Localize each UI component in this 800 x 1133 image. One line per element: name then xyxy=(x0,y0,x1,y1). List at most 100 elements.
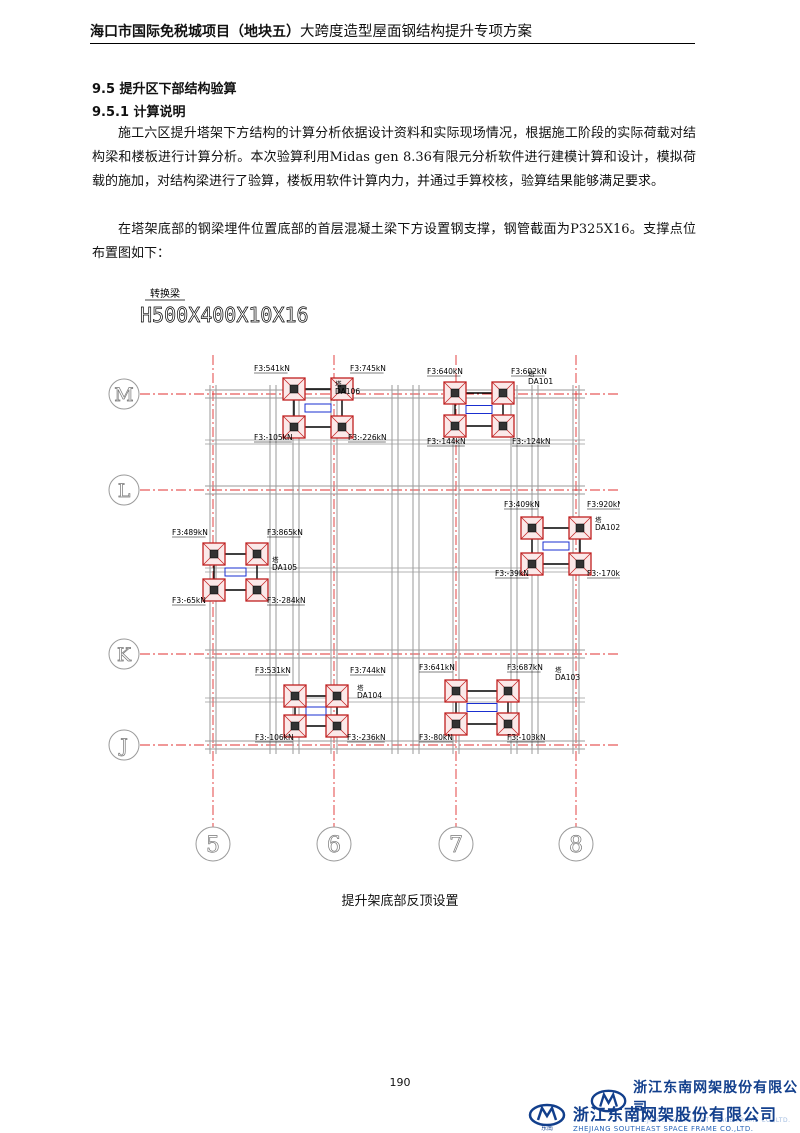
grid-label-col-5: 5 xyxy=(206,833,220,858)
tower-leg-column xyxy=(450,388,460,398)
load-label: F3:865kN xyxy=(267,528,303,537)
tower-bracing xyxy=(304,403,332,413)
load-label: F3:-65kN xyxy=(172,596,206,605)
beam-section: H500X400X10X16 xyxy=(140,303,309,327)
tower-leg-column xyxy=(575,523,585,533)
load-label: F3:-80kN xyxy=(419,733,453,742)
tower-prefix: 塔 xyxy=(335,379,342,388)
beam-label: 转换梁 xyxy=(150,287,180,300)
grid-bubble-row-J xyxy=(108,729,140,761)
grid-bubble-col-7 xyxy=(438,826,474,862)
grid-label-row-M: M xyxy=(114,384,133,406)
load-label: F3:531kN xyxy=(255,666,291,675)
tower-id-label: DA103 xyxy=(555,673,580,682)
page-header: 海口市国际免税城项目（地块五）大跨度造型屋面钢结构提升专项方案 xyxy=(90,20,695,41)
tower-leg-column xyxy=(290,721,300,731)
load-label: F3:745kN xyxy=(350,364,386,373)
logo-text: 东南 xyxy=(541,1124,553,1131)
subsection-heading-1: 9.5.1 计算说明 xyxy=(92,105,186,120)
load-label: F3:-103kN xyxy=(507,733,546,742)
paragraph-1-text: 施工六区提升塔架下方结构的计算分析依据设计资料和实际现场情况，根据施工阶段的实际… xyxy=(92,126,696,189)
load-label: F3:409kN xyxy=(504,500,540,509)
tower-id-label: DA101 xyxy=(528,377,553,386)
grid-label-col-8: 8 xyxy=(569,833,583,858)
load-label: F3:744kN xyxy=(350,666,386,675)
tower-prefix: 塔 xyxy=(555,665,562,674)
tower-prefix: 塔 xyxy=(528,369,535,378)
tower-leg-column xyxy=(575,559,585,569)
load-label: F3:602kN xyxy=(511,367,547,376)
load-label: F3:-144kN xyxy=(427,437,466,446)
tower-leg-column xyxy=(209,549,219,559)
grid-bubble-row-K xyxy=(108,638,140,670)
load-label: F3:641kN xyxy=(419,663,455,672)
company-logo-lower: 东南 浙江东南网架股份有限公司 ZHEJIANG SOUTHEAST SPACE… xyxy=(527,1101,777,1133)
tower-prefix: 塔 xyxy=(357,683,364,692)
grid-bubbles: M L K J 5 6 7 8 xyxy=(108,378,594,862)
header-title-rest: 大跨度造型屋面钢结构提升专项方案 xyxy=(300,24,532,40)
tower-leg-column xyxy=(337,384,347,394)
tower-leg-column xyxy=(498,421,508,431)
load-label: F3:541kN xyxy=(254,364,290,373)
tower-prefix: 塔 xyxy=(595,515,602,524)
load-label: F3:-105kN xyxy=(254,433,293,442)
tower-leg-column xyxy=(252,585,262,595)
load-label: F3:-236kN xyxy=(347,733,386,742)
load-label: F3:-39kN xyxy=(495,569,529,578)
load-label: F3:489kN xyxy=(172,528,208,537)
company-name-en-lower: ZHEJIANG SOUTHEAST SPACE FRAME CO.,LTD. xyxy=(573,1125,754,1133)
tower-leg-column xyxy=(503,686,513,696)
tower-leg-column xyxy=(498,388,508,398)
paragraph-2: 在塔架底部的钢梁埋件位置底部的首层混凝土梁下方设置钢支撑，钢管截面为P325X1… xyxy=(92,218,696,266)
company-logo-icon-lower: 东南 xyxy=(528,1103,566,1131)
grid-bubble-row-M xyxy=(108,378,140,410)
company-logo-icon xyxy=(590,1089,627,1112)
company-name-en-upper: ZHEJIANG SOUTHEAST SPACE FRAME CO.,LTD. xyxy=(633,1117,791,1124)
load-label: F3:920kN xyxy=(587,500,620,509)
page-number: 190 xyxy=(389,1076,411,1089)
tower-leg-column xyxy=(527,523,537,533)
grid-label-col-6: 6 xyxy=(327,833,341,858)
grid-label-row-J: J xyxy=(118,735,128,757)
section-heading: 9.5 提升区下部结构验算 xyxy=(92,82,237,97)
support-layout-drawing: 转换梁 H500X400X10X16 M L K J 5 6 7 8 F3:541kN F3:7… xyxy=(108,287,620,862)
tower-id-label: DA106 xyxy=(335,387,360,396)
tower-leg-column xyxy=(450,421,460,431)
load-label: F3:687kN xyxy=(507,663,543,672)
tower-id-label: DA105 xyxy=(272,563,297,572)
tower-leg-column xyxy=(332,721,342,731)
grid-label-row-L: L xyxy=(118,480,131,502)
tower-leg-column xyxy=(503,719,513,729)
tower-leg-column xyxy=(451,686,461,696)
figure-caption: 提升架底部反顶设置 xyxy=(341,894,459,909)
load-label: F3:-284kN xyxy=(267,596,306,605)
tower-leg-column xyxy=(252,549,262,559)
load-label: F3:-226kN xyxy=(348,433,387,442)
load-label: F3:-170kN xyxy=(587,569,620,578)
grid-label-col-7: 7 xyxy=(449,833,463,858)
grid-bubble-col-8 xyxy=(558,826,594,862)
tower-id-label: DA102 xyxy=(595,523,620,532)
tower-bracing xyxy=(542,541,570,551)
load-label: F3:-106kN xyxy=(255,733,294,742)
tower-leg-column xyxy=(527,559,537,569)
tower-leg-column xyxy=(290,691,300,701)
grid-bubble-col-6 xyxy=(316,826,352,862)
grid-bubble-col-5 xyxy=(195,826,231,862)
tower-leg-column xyxy=(332,691,342,701)
tower-bracing xyxy=(224,567,247,577)
grid-label-row-K: K xyxy=(117,644,132,666)
tower-leg-column xyxy=(451,719,461,729)
beam-note: 转换梁 H500X400X10X16 xyxy=(140,287,309,327)
header-rule xyxy=(90,43,695,44)
paragraph-2-text: 在塔架底部的钢梁埋件位置底部的首层混凝土梁下方设置钢支撑，钢管截面为P325X1… xyxy=(92,222,696,261)
company-name-cn-upper: 浙江东南网架股份有限公司 xyxy=(633,1080,799,1116)
tower-leg-column xyxy=(337,422,347,432)
tower-leg-column xyxy=(289,384,299,394)
tower-id-label: DA104 xyxy=(357,691,382,700)
